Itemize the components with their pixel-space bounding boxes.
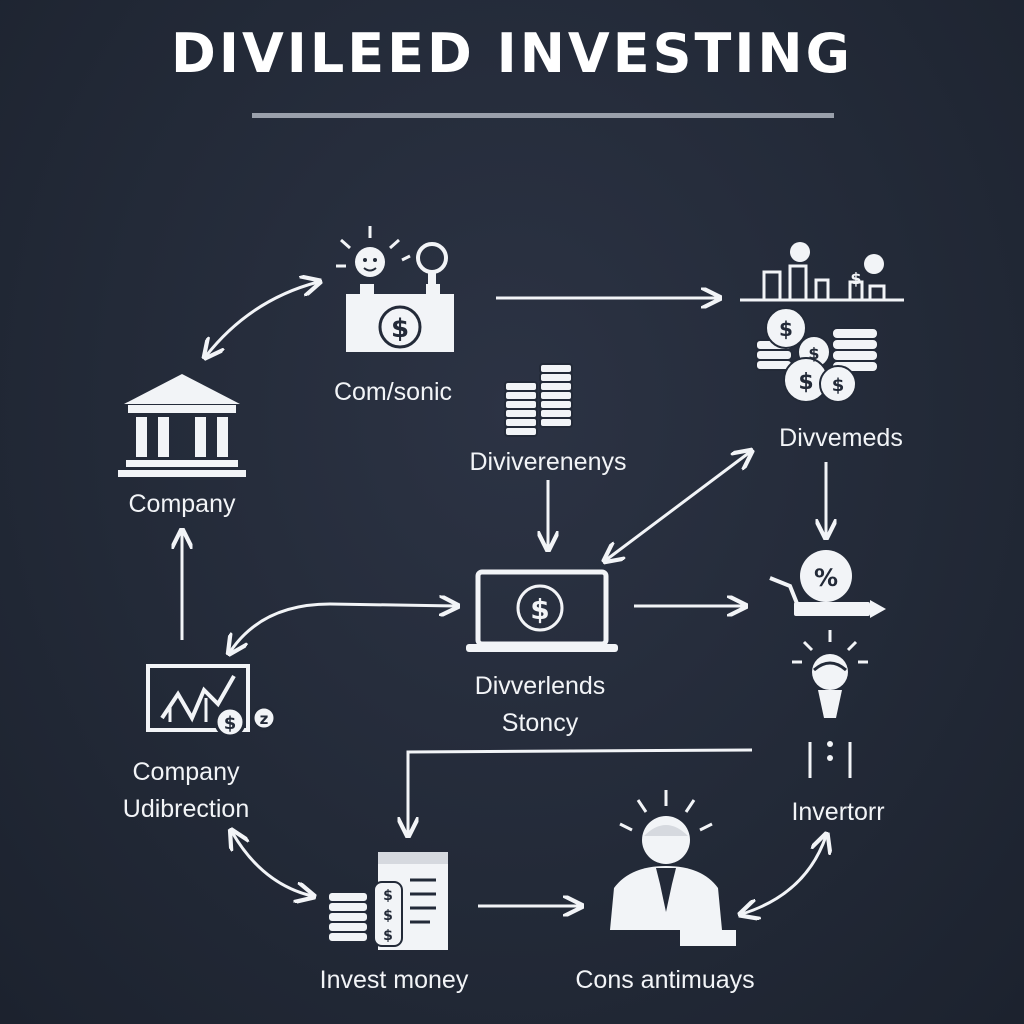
node-label-comsonic: Com/sonic (333, 378, 453, 406)
title-underline (252, 113, 834, 118)
svg-text:$: $ (798, 370, 813, 395)
arrow-comsonic-company (206, 282, 318, 356)
node-label-company-udibrection: Company Udibrection (122, 758, 250, 823)
svg-text:$: $ (224, 713, 237, 734)
node-label-cons-antimuays: Cons antimuays (575, 966, 755, 994)
svg-text:$: $ (391, 314, 409, 344)
arrow-invertorr-investmoney (408, 748, 753, 834)
node-label-divvemeds: Divvemeds (779, 424, 903, 452)
svg-text:$: $ (383, 928, 393, 944)
svg-text:$: $ (808, 344, 819, 363)
laptop-dollar-icon: $ (466, 569, 618, 652)
svg-text:%: % (814, 564, 838, 592)
svg-text:$: $ (383, 888, 393, 904)
consultant-icon (610, 790, 736, 946)
svg-text:$: $ (383, 908, 393, 924)
coin-stacks-icon (504, 363, 573, 437)
arrow-divverlends-divvemeds (606, 452, 750, 560)
node-label-company: Company (128, 490, 236, 518)
svg-text:$: $ (779, 317, 793, 341)
node-label-diviverenenys: Diviverenenys (469, 448, 627, 476)
svg-text:$: $ (530, 593, 549, 626)
svg-text:$: $ (850, 269, 861, 288)
idea-cash-register-icon: $ (336, 226, 454, 352)
connector-arrows (182, 282, 826, 914)
svg-text:z: z (260, 710, 269, 728)
node-label-divverlends-stoncy: Divverlends Stoncy (474, 672, 606, 737)
investor-icon (792, 630, 868, 778)
diagram-title: DIVILEED INVESTING (171, 22, 853, 85)
node-label-invest-money: Invest money (319, 966, 469, 994)
svg-text:$: $ (832, 375, 845, 396)
arrow-consultant-invertorr (742, 836, 826, 914)
percent-scale-icon: % (769, 550, 886, 618)
coins-chart-icon: $ $ $ $ $ (740, 242, 904, 403)
bank-icon (118, 374, 246, 477)
money-document-icon: $ $ $ (327, 852, 448, 950)
node-label-invertorr: Invertorr (791, 798, 885, 826)
arrow-udibrection-investmoney (232, 832, 312, 896)
growth-chart-icon: $ z (146, 664, 277, 738)
arrow-udibrection-divverlends (230, 604, 456, 652)
